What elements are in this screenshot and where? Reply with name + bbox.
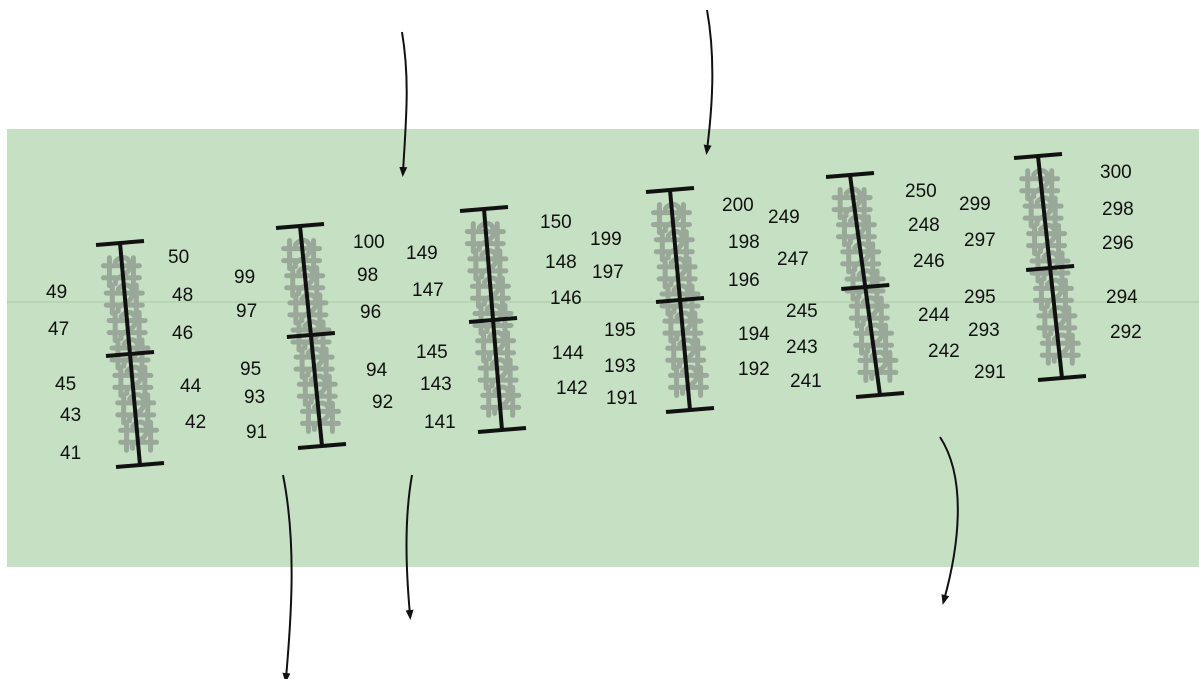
sample-number: 97 <box>236 301 257 322</box>
sample-number: 92 <box>372 392 393 413</box>
sample-number: 243 <box>786 337 818 358</box>
stand-bottom-bar <box>665 406 715 414</box>
sample-number: 143 <box>420 374 452 395</box>
stand-bottom-bar <box>297 442 347 450</box>
sample-number: 192 <box>738 359 770 380</box>
sample-number: 198 <box>728 232 760 253</box>
sample-number: 142 <box>556 378 588 399</box>
sample-number: 199 <box>590 229 622 250</box>
sample-number: 295 <box>964 287 996 308</box>
sample-number: 197 <box>592 262 624 283</box>
stand-top-bar <box>1013 152 1063 160</box>
stand-mid-bar <box>841 283 890 291</box>
sample-number: 42 <box>185 412 206 433</box>
sample-number: 96 <box>360 302 381 323</box>
stand-top-bar <box>95 239 145 247</box>
arrow-down-icon <box>703 9 714 155</box>
stand-5: 250 249 248 247 246 245 244 243 242 241 <box>768 171 960 399</box>
sample-number: 98 <box>357 265 378 286</box>
sample-number: 147 <box>412 280 444 301</box>
arrow-down-icon <box>939 436 959 605</box>
sample-number: 299 <box>959 194 991 215</box>
sample-number: 93 <box>244 387 265 408</box>
sample-number: 241 <box>790 371 822 392</box>
sample-number: 191 <box>606 388 638 409</box>
stand-mid-bar <box>105 350 155 358</box>
sample-number: 194 <box>738 324 770 345</box>
stand-4: 200 199 198 197 196 195 194 193 192 191 <box>590 186 770 414</box>
stand-mid-bar <box>1025 264 1075 272</box>
sample-number: 200 <box>722 195 754 216</box>
sample-number: 148 <box>545 252 577 273</box>
sample-number: 246 <box>913 251 945 272</box>
stand-bottom-bar <box>855 391 905 399</box>
stand-bottom-bar <box>477 426 527 434</box>
arrow-down-icon <box>405 474 414 620</box>
sample-number: 45 <box>55 374 76 395</box>
sample-number: 291 <box>974 362 1006 383</box>
stand-top-bar <box>459 205 509 213</box>
arrows <box>282 9 959 679</box>
sample-number: 248 <box>908 215 940 236</box>
stand-6: 300 299 298 297 296 295 294 293 292 291 <box>959 152 1142 383</box>
sample-number: 49 <box>46 282 67 303</box>
sample-number: 44 <box>180 376 202 397</box>
sample-number: 196 <box>728 270 760 291</box>
sample-number: 247 <box>777 249 809 270</box>
sample-number: 41 <box>60 443 81 464</box>
sample-number: 94 <box>366 360 388 381</box>
sample-number: 141 <box>424 412 456 433</box>
stand-2: 100 99 98 97 96 95 94 93 92 91 <box>234 222 393 450</box>
sample-number: 244 <box>918 305 950 326</box>
sample-number: 47 <box>48 319 69 340</box>
sample-number: 245 <box>786 301 818 322</box>
sample-number: 50 <box>168 247 189 268</box>
sample-number: 193 <box>604 356 636 377</box>
stand-mid-bar <box>468 316 518 324</box>
stands-layer: 50 49 48 47 46 45 44 43 42 41 100 99 98 97 96 95 94 93 92 9… <box>46 152 1142 469</box>
stand-3: 150 149 148 147 146 145 144 143 142 141 <box>406 205 588 434</box>
sample-number: 144 <box>552 343 584 364</box>
sample-number: 292 <box>1110 322 1142 343</box>
sample-number: 298 <box>1102 199 1134 220</box>
arrow-down-icon <box>282 474 293 679</box>
sample-number: 293 <box>968 320 1000 341</box>
sample-number: 146 <box>550 288 582 309</box>
stand-pole <box>848 174 882 396</box>
stand-top-bar <box>645 186 695 194</box>
stand-mid-bar <box>286 331 336 339</box>
sample-number: 91 <box>246 422 267 443</box>
sample-number: 43 <box>60 405 81 426</box>
sample-number: 195 <box>604 320 636 341</box>
stand-mid-bar <box>655 296 705 304</box>
sample-number: 297 <box>964 230 996 251</box>
sample-number: 242 <box>928 341 960 362</box>
sample-number: 145 <box>416 342 448 363</box>
sample-number: 99 <box>234 267 255 288</box>
sample-number: 95 <box>240 359 261 380</box>
sample-number: 149 <box>406 243 438 264</box>
sample-number: 296 <box>1102 233 1134 254</box>
stand-bottom-bar <box>115 461 165 469</box>
sample-number: 100 <box>353 232 385 253</box>
sample-number: 46 <box>172 323 193 344</box>
arrow-down-icon <box>399 31 408 177</box>
sample-number: 48 <box>172 285 193 306</box>
stand-top-bar <box>275 222 325 230</box>
sample-number: 249 <box>768 207 800 228</box>
stand-top-bar <box>825 171 875 179</box>
sample-number: 300 <box>1100 162 1132 183</box>
sample-number: 294 <box>1106 287 1138 308</box>
stand-1: 50 49 48 47 46 45 44 43 42 41 <box>46 239 206 469</box>
sample-number: 150 <box>540 212 572 233</box>
stand-bottom-bar <box>1037 374 1087 382</box>
sample-number: 250 <box>905 181 937 202</box>
field-area <box>7 129 1199 567</box>
